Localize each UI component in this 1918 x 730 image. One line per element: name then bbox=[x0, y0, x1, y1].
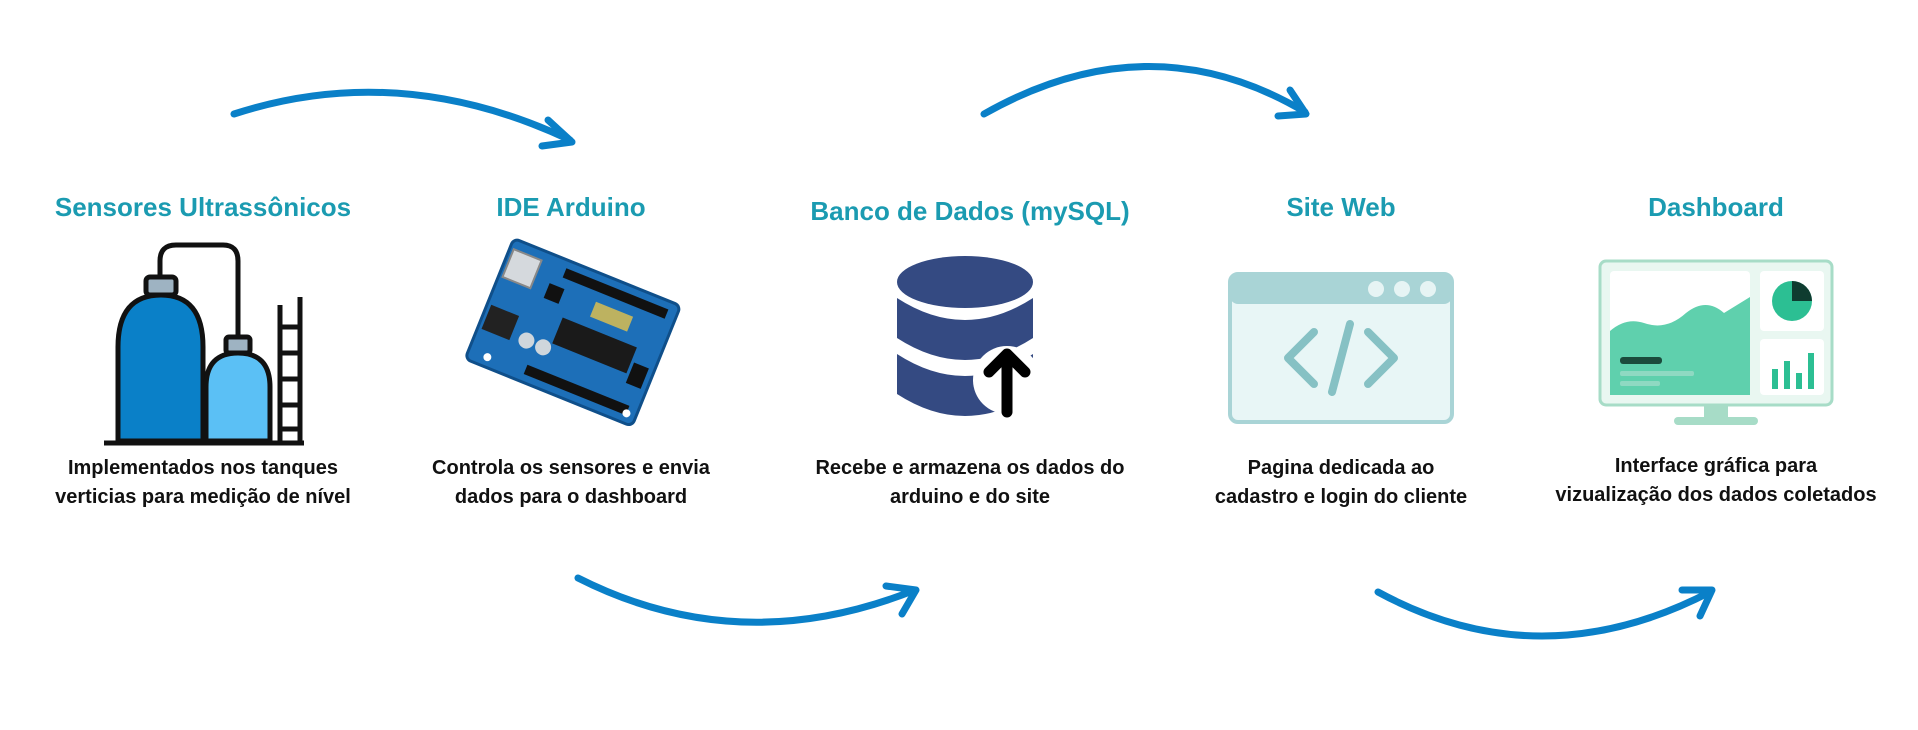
arrow-arduino-to-database bbox=[574, 574, 920, 626]
arrow-site-to-dashboard bbox=[1374, 586, 1716, 640]
step-description: Implementados nos tanques verticias para… bbox=[55, 457, 351, 508]
step-database: Banco de Dados (mySQL) Recebe e armazena… bbox=[775, 196, 1165, 536]
step-dashboard: Dashboard Interface g bbox=[1521, 192, 1911, 532]
step-title: Sensores Ultrassônicos bbox=[54, 192, 352, 222]
database-upload-icon bbox=[895, 254, 1045, 439]
step-description: Recebe e armazena os dados do arduino e … bbox=[815, 457, 1125, 508]
step-description: Controla os sensores e envia dados para … bbox=[432, 457, 710, 508]
arduino-board-icon bbox=[461, 237, 681, 442]
step-title: Dashboard bbox=[1648, 192, 1784, 222]
step-description: Interface gráfica para vizualização dos … bbox=[1555, 455, 1877, 506]
step-title: IDE Arduino bbox=[496, 192, 646, 222]
arrow-sensors-to-arduino bbox=[230, 88, 576, 150]
arrow-database-to-site bbox=[980, 63, 1310, 120]
dashboard-monitor-icon bbox=[1596, 257, 1836, 437]
browser-code-icon bbox=[1226, 270, 1456, 435]
step-website: Site Web Pagina dedicada ao cadastro e l… bbox=[1146, 192, 1536, 532]
step-title: Site Web bbox=[1286, 192, 1396, 222]
step-title: Banco de Dados (mySQL) bbox=[810, 196, 1130, 226]
step-description: Pagina dedicada ao cadastro e login do c… bbox=[1214, 457, 1468, 508]
storage-tanks-icon bbox=[98, 237, 308, 452]
step-sensors: Sensores Ultrassônicos Implementados nos… bbox=[8, 192, 398, 532]
step-arduino: IDE Arduino bbox=[376, 192, 766, 532]
